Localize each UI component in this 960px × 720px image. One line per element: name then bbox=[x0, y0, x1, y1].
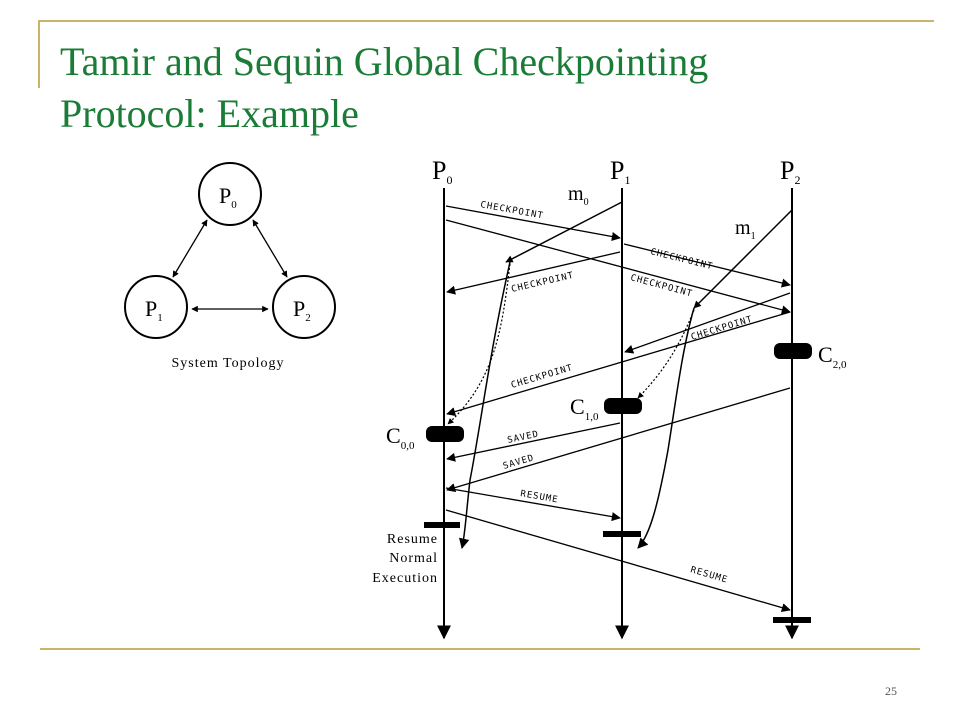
footer-rule bbox=[40, 648, 920, 650]
topology-node-p2 bbox=[272, 275, 336, 339]
resume-bar-p0 bbox=[424, 522, 460, 528]
title-rule-horizontal bbox=[38, 20, 934, 22]
checkpoint-markers: C0,0 C1,0 C2,0 bbox=[386, 342, 847, 452]
message-m1-send bbox=[693, 209, 793, 309]
slide-title: Tamir and Sequin Global Checkpointing Pr… bbox=[60, 36, 920, 140]
checkpoint-label-c10: C1,0 bbox=[570, 394, 599, 423]
topology-node-p2-label: P2 bbox=[293, 296, 311, 324]
message-label-m0: m0 bbox=[568, 183, 589, 208]
checkpoint-msg-p0-to-p2 bbox=[445, 219, 791, 315]
checkpoint-label-5: CHECKPOINT bbox=[690, 315, 754, 343]
resume-normal-execution-note: Resume Normal Execution bbox=[372, 532, 438, 586]
checkpoint-msg-p2-to-p0 bbox=[446, 311, 791, 417]
message-m1-dotted-path bbox=[637, 309, 695, 399]
application-messages: m0 m1 bbox=[447, 183, 793, 550]
checkpoint-label-c20: C2,0 bbox=[818, 342, 847, 371]
slide-title-line-2: Protocol: Example bbox=[60, 91, 359, 136]
topology-link-p0-p1 bbox=[172, 219, 208, 278]
checkpoint-label-6: CHECKPOINT bbox=[510, 363, 574, 391]
topology-node-p0-label: P0 bbox=[219, 183, 237, 211]
message-m0-send bbox=[505, 201, 623, 263]
saved-msg-p1-to-p0 bbox=[446, 422, 621, 462]
title-rule-vertical bbox=[38, 20, 40, 88]
message-m0-delivery bbox=[459, 261, 511, 550]
checkpoint-block-c10 bbox=[604, 398, 642, 414]
resume-label-1: RESUME bbox=[519, 489, 559, 505]
topology-node-p1 bbox=[124, 275, 188, 339]
checkpoint-label-c00: C0,0 bbox=[386, 423, 415, 452]
checkpoint-msg-p1-to-p0 bbox=[446, 251, 621, 295]
checkpoint-block-c00 bbox=[426, 426, 464, 442]
checkpoint-msg-p1-to-p2 bbox=[623, 243, 791, 288]
topology-link-p0-p2 bbox=[252, 219, 288, 278]
message-m0-dotted-path bbox=[447, 263, 511, 425]
process-label-p0: P0 bbox=[432, 156, 452, 187]
message-label-m1: m1 bbox=[735, 217, 756, 242]
topology-node-p1-label: P1 bbox=[145, 296, 163, 324]
resume-bar-p2 bbox=[773, 617, 811, 623]
slide-title-line-1: Tamir and Sequin Global Checkpointing bbox=[60, 39, 709, 84]
checkpoint-block-c20 bbox=[774, 343, 812, 359]
resume-bars bbox=[424, 522, 811, 623]
resume-msg-p0-to-p2 bbox=[445, 509, 791, 613]
resume-messages: RESUME RESUME bbox=[445, 487, 791, 613]
system-topology: P0 P1 P2 System Topology bbox=[124, 162, 336, 371]
resume-note-line-1: Resume bbox=[387, 532, 438, 547]
topology-node-p0 bbox=[198, 162, 262, 226]
topology-caption: System Topology bbox=[172, 356, 285, 371]
process-label-p1: P1 bbox=[610, 156, 630, 187]
resume-note-line-3: Execution bbox=[372, 571, 438, 586]
checkpoint-msg-p2-to-p1 bbox=[624, 292, 791, 354]
process-label-p2: P2 bbox=[780, 156, 800, 187]
resume-msg-p0-to-p1 bbox=[445, 487, 621, 522]
checkpoint-msg-p0-to-p1 bbox=[445, 205, 621, 241]
message-m1-delivery bbox=[637, 307, 695, 549]
resume-note-line-2: Normal bbox=[389, 551, 438, 566]
checkpoint-label-3: CHECKPOINT bbox=[510, 271, 575, 295]
resume-bar-p1 bbox=[603, 531, 641, 537]
page-number: 25 bbox=[885, 684, 897, 698]
checkpoint-label-2: CHECKPOINT bbox=[649, 247, 714, 272]
saved-msg-p2-to-p0 bbox=[446, 387, 791, 493]
